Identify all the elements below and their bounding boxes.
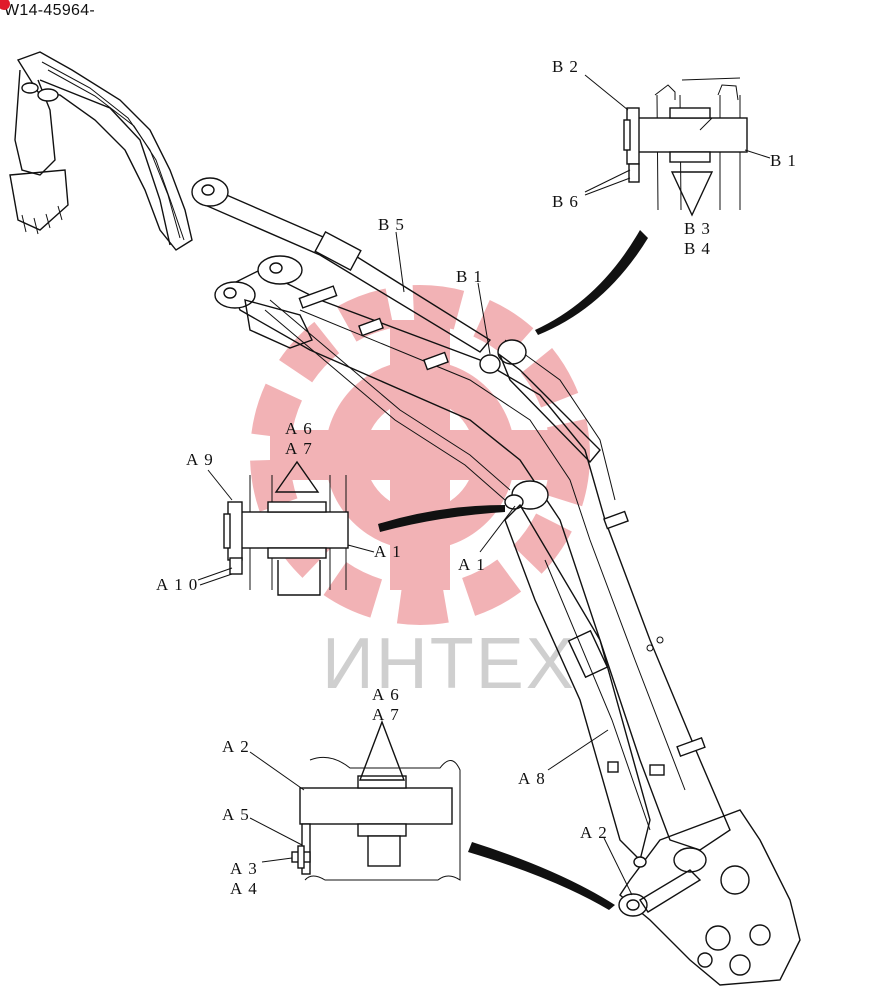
callout-b1-main: B1 — [456, 267, 488, 286]
callout-a4: A4 — [230, 879, 263, 898]
callout-b4: B4 — [684, 239, 716, 258]
watermark-text: ИНТЕХ — [322, 624, 576, 704]
red-marker-dot — [0, 0, 10, 10]
document-id: W14-45964- — [0, 0, 96, 20]
callout-b3: B3 — [684, 219, 716, 238]
detail-a2 — [249, 720, 615, 910]
boom-assembly — [191, 177, 801, 986]
callout-a6-top: A6 — [285, 419, 318, 438]
callout-b1-detail: B1 — [770, 151, 802, 170]
detail-a1 — [197, 460, 505, 596]
callout-a5: A5 — [222, 805, 255, 824]
callout-a10: A10 — [156, 575, 203, 594]
callout-b2: B2 — [552, 57, 584, 76]
callout-b5: B5 — [378, 215, 410, 234]
detail-b — [535, 74, 771, 335]
leader-lines — [395, 231, 633, 896]
overview-arm-sketch — [9, 51, 193, 251]
callout-a3: A3 — [230, 859, 263, 878]
document-id-text: W14-45964- — [4, 2, 96, 19]
watermark-logo — [250, 285, 590, 625]
callout-a2-main: A2 — [580, 823, 613, 842]
callout-a9: A9 — [186, 450, 219, 469]
callout-a1-main: A1 — [458, 555, 491, 574]
callout-a8: A8 — [518, 769, 551, 788]
callout-a6-bottom: A6 — [372, 685, 405, 704]
callout-a2-detail: A2 — [222, 737, 255, 756]
callout-a7-bottom: A7 — [372, 705, 405, 724]
callout-b6: B6 — [552, 192, 584, 211]
callout-a1-detail: A1 — [374, 542, 407, 561]
callout-a7-top: A7 — [285, 439, 318, 458]
